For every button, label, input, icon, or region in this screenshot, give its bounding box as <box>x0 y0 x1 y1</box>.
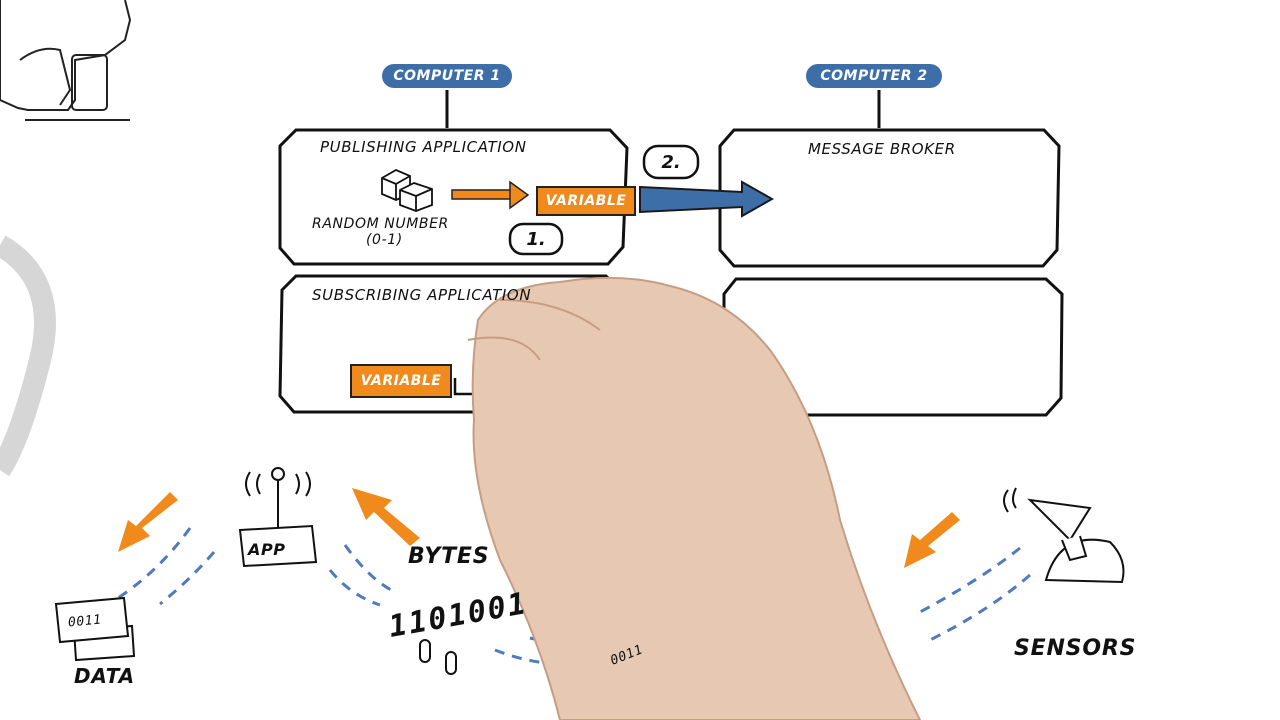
dice-icon <box>381 168 433 212</box>
bytes-label: BYTES <box>408 544 490 569</box>
orange-arrow-left <box>118 492 178 552</box>
random-number-range: (0-1) <box>366 232 403 248</box>
step-2-label: 2. <box>661 151 681 173</box>
step-1-label: 1. <box>526 228 546 250</box>
data-card-text: 0011 <box>67 612 103 631</box>
publisher-variable-tag: VARIABLE <box>536 186 636 216</box>
publishing-application-title: PUBLISHING APPLICATION <box>320 138 527 156</box>
data-card-icon <box>54 596 136 662</box>
sensors-label: SENSORS <box>1014 636 1137 661</box>
data-label: DATA <box>74 664 135 688</box>
orange-arrow-bytes <box>352 488 420 546</box>
random-number-label: RANDOM NUMBER <box>312 216 449 232</box>
subscriber-variable-tag: VARIABLE <box>350 364 452 398</box>
step-1-badge <box>508 222 564 256</box>
step-2-badge <box>642 144 700 180</box>
grey-background-shape <box>0 235 56 477</box>
computer-2-label: COMPUTER 2 <box>806 64 942 88</box>
satellite-dish-sensor-icon <box>1003 487 1125 584</box>
hand-with-marker-illustration <box>467 276 922 720</box>
bytes-digits-illustration <box>419 639 457 675</box>
app-label: APP <box>248 540 286 559</box>
orange-arrow-sensors <box>904 512 960 568</box>
app-device-icon <box>238 467 318 568</box>
message-broker-title: MESSAGE BROKER <box>808 140 956 158</box>
orange-arrow-to-variable <box>451 180 530 210</box>
subscribing-application-title: SUBSCRIBING APPLICATION <box>312 286 532 304</box>
message-broker-box <box>718 128 1061 268</box>
blue-arrow-to-broker <box>639 180 775 218</box>
computer-1-label: COMPUTER 1 <box>382 64 512 88</box>
person-at-desk-illustration <box>0 0 132 121</box>
